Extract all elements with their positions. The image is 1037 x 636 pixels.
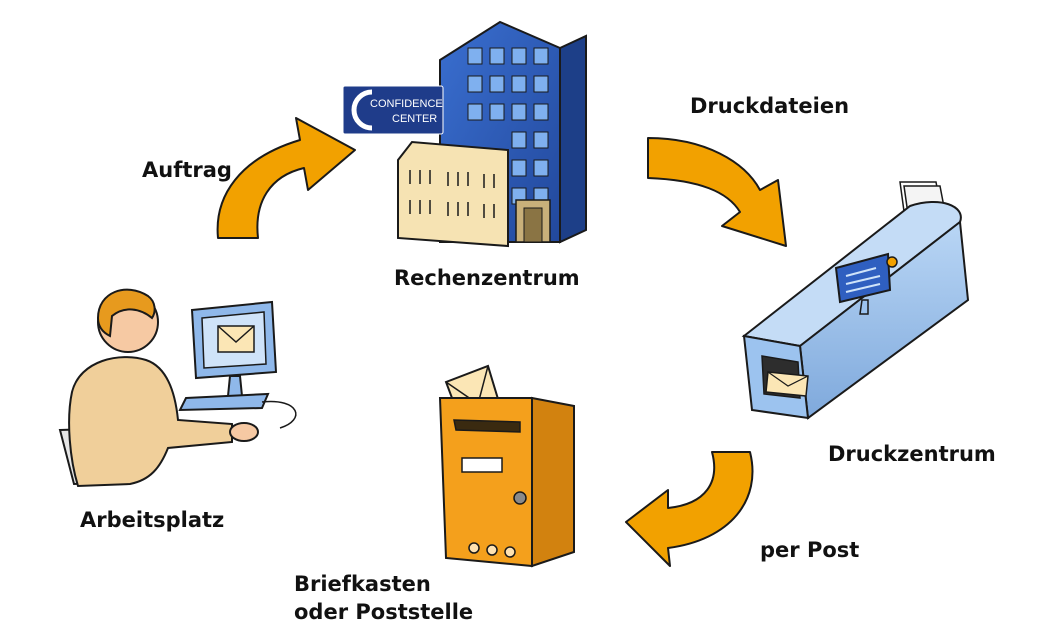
label-briefkasten-line2: oder Poststelle xyxy=(294,600,474,624)
arrow-per-post xyxy=(625,451,754,567)
confidence-center-logo: CONFIDENCE CENTER xyxy=(342,85,444,135)
label-druckzentrum: Druckzentrum xyxy=(828,442,996,466)
logo-text-line1: CONFIDENCE xyxy=(370,98,443,110)
label-auftrag: Auftrag xyxy=(142,158,232,182)
building-icon xyxy=(397,20,587,248)
label-druckdateien: Druckdateien xyxy=(690,94,850,118)
label-briefkasten-line1: Briefkasten xyxy=(294,572,431,596)
mailbox-icon xyxy=(438,364,575,568)
label-per-post: per Post xyxy=(760,538,860,562)
logo-text-line2: CENTER xyxy=(392,113,437,125)
arrow-auftrag xyxy=(216,117,356,239)
person-at-computer-icon xyxy=(58,288,297,488)
arrow-druckdateien xyxy=(647,137,787,247)
label-arbeitsplatz: Arbeitsplatz xyxy=(80,508,225,532)
label-rechenzentrum: Rechenzentrum xyxy=(394,266,580,290)
printing-machine-icon xyxy=(741,181,970,420)
